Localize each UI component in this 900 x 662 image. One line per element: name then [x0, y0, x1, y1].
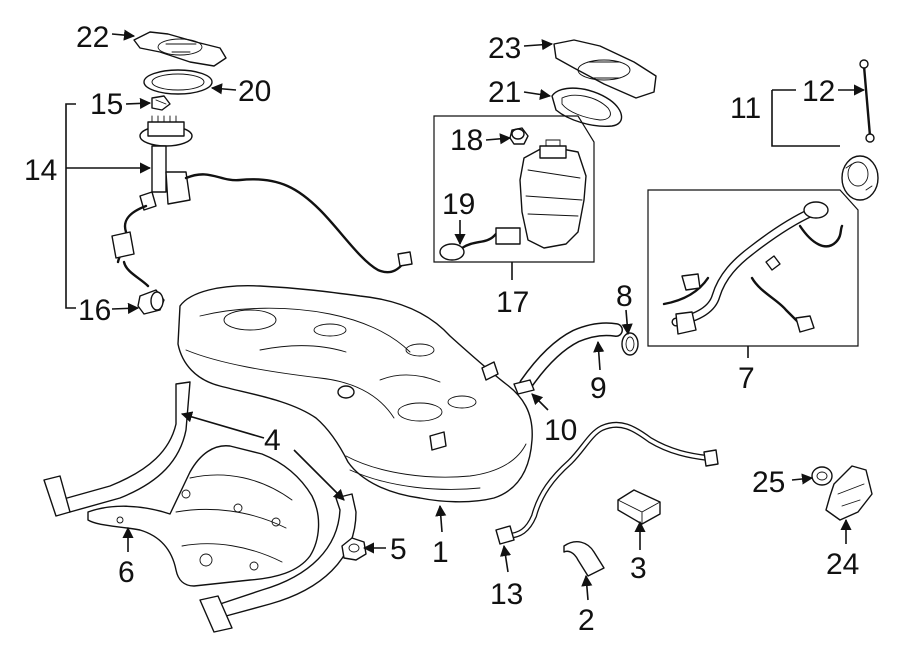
callout-19: 19 — [442, 188, 475, 221]
part-8-hose-clamp — [621, 332, 639, 356]
part-13-fuel-line — [495, 421, 719, 545]
callout-5: 5 — [390, 533, 407, 566]
part-6-heat-shield — [87, 445, 320, 587]
callout-labels: 22 20 15 14 16 23 21 18 19 17 11 12 7 8 … — [24, 21, 859, 637]
part-23-gasket-plate — [553, 39, 657, 99]
part-25-grommet — [811, 466, 833, 486]
callout-14: 14 — [24, 154, 57, 187]
callout-10: 10 — [544, 414, 577, 447]
callout-16: 16 — [78, 294, 111, 327]
part-21-ring-gasket — [551, 87, 623, 127]
callout-4: 4 — [264, 424, 281, 457]
part-11-fuel-cap — [841, 155, 879, 201]
part-12-tether — [859, 59, 875, 143]
callout-24: 24 — [826, 548, 859, 581]
part-1-fuel-tank — [177, 284, 533, 503]
callout-11: 11 — [730, 92, 761, 125]
part-15-clip — [151, 95, 171, 111]
callout-3: 3 — [630, 552, 647, 585]
callout-12: 12 — [802, 75, 835, 108]
part-24-housing — [825, 465, 873, 521]
part-5-nut — [341, 537, 367, 561]
callout-13: 13 — [490, 578, 523, 611]
callout-23: 23 — [488, 32, 521, 65]
part-2-bracket — [563, 541, 605, 577]
callout-21: 21 — [488, 76, 521, 109]
callout-2: 2 — [578, 604, 595, 637]
part-14-sender-assembly — [111, 115, 413, 315]
callout-18: 18 — [450, 124, 483, 157]
callout-11-bracket — [771, 89, 840, 147]
part-20-ring-gasket — [143, 69, 213, 95]
leader-lines — [66, 29, 866, 601]
callout-1: 1 — [432, 536, 449, 569]
callout-7: 7 — [738, 362, 755, 395]
part-3-block — [617, 489, 661, 525]
callout-14-bracket — [65, 103, 76, 309]
callout-15: 15 — [90, 88, 123, 121]
part-4-tank-straps — [43, 381, 357, 633]
part-22-gasket-plate — [133, 31, 227, 67]
part-10-clamp — [513, 379, 535, 395]
callout-6: 6 — [118, 556, 135, 589]
part-7-filler-pipe-box — [647, 189, 859, 347]
callout-22: 22 — [76, 21, 109, 54]
callout-8: 8 — [616, 280, 633, 313]
callout-17: 17 — [496, 286, 529, 319]
callout-9: 9 — [590, 372, 607, 405]
part-9-filler-hose — [519, 322, 623, 391]
callout-25: 25 — [752, 466, 785, 499]
callout-20: 20 — [238, 75, 271, 108]
